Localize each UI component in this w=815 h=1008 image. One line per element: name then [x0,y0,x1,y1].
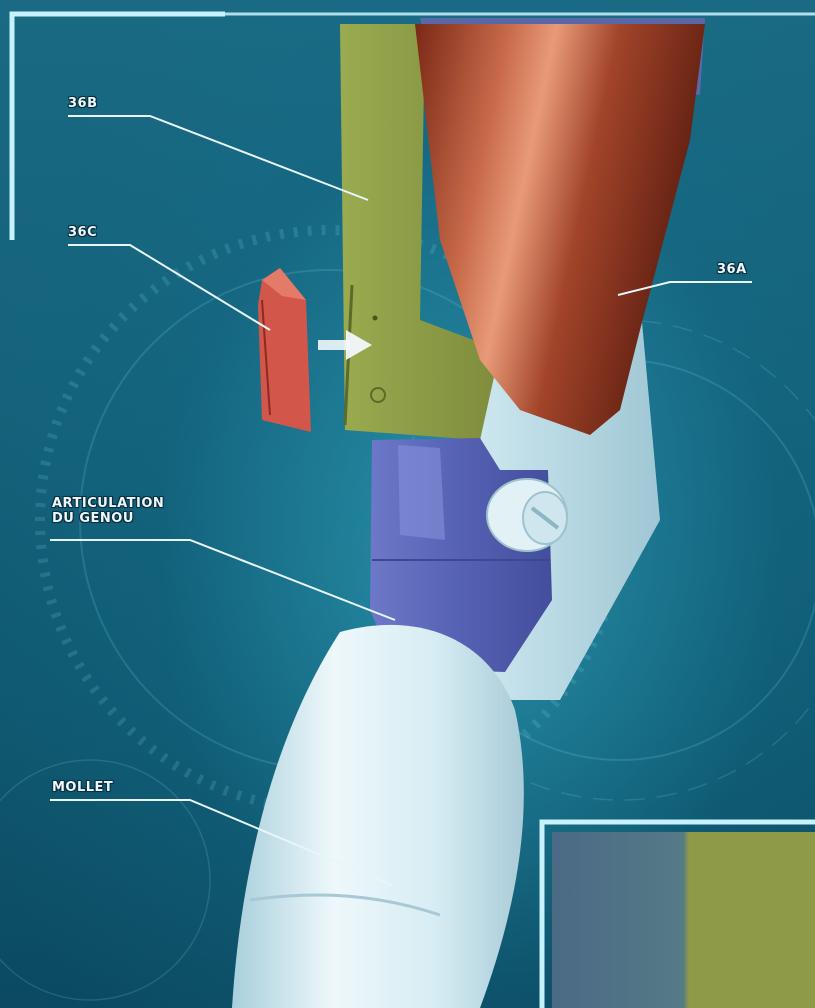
label-knee-joint: ARTICULATION DU GENOU [52,496,164,526]
part-36b-pin [373,316,378,321]
label-knee-line1: ARTICULATION [52,496,164,511]
thumbnail-preview [552,832,815,1008]
label-calf: MOLLET [52,780,113,795]
label-36c: 36C [68,225,97,240]
label-knee-line2: DU GENOU [52,511,164,526]
calf-shape [232,625,524,1008]
leader-36b [68,116,368,200]
knee-joint-highlight [398,445,445,540]
label-36b: 36B [68,96,98,111]
leader-knee [50,540,395,620]
label-36a: 36A [717,262,747,277]
